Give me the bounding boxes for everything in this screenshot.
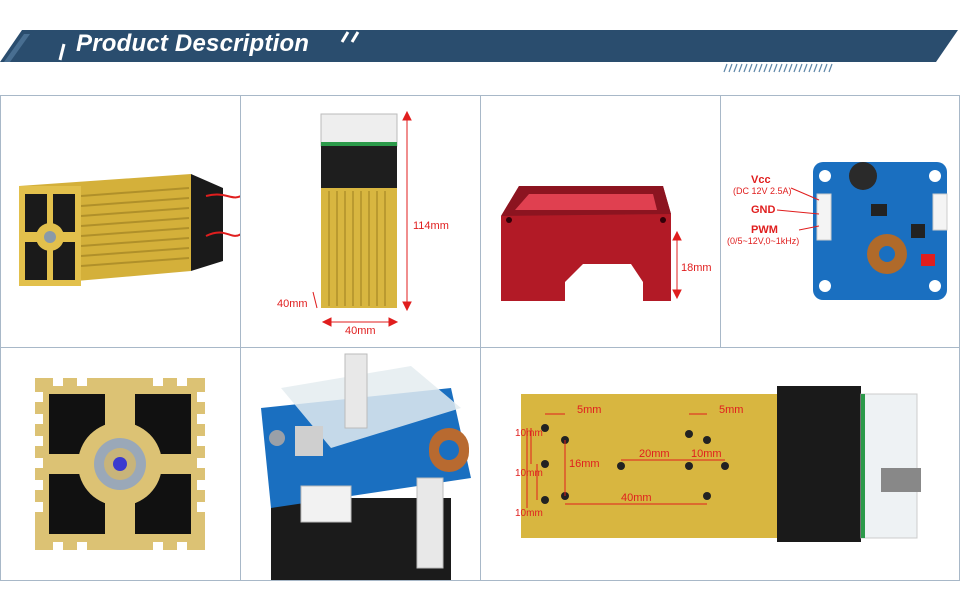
driver-board-illustration <box>776 162 948 300</box>
heatsink-illustration <box>35 378 205 550</box>
vcc-label: Vcc <box>751 174 771 186</box>
dim-20mm: 20mm <box>639 448 670 460</box>
red-mount-illustration <box>501 186 682 301</box>
dimension-drawing <box>312 110 412 327</box>
module-top-illustration <box>261 353 471 580</box>
dim-5mm-right: 5mm <box>719 404 744 416</box>
photo-hole-pattern: 5mm 5mm 10mm 10mm 10mm 16mm 20mm 10mm 40… <box>480 347 960 581</box>
dim-10mm-b: 10mm <box>515 468 543 479</box>
dim-5mm-left: 5mm <box>577 404 602 416</box>
photo-red-mount: 18mm <box>480 95 721 348</box>
photo-module-dimensions: 114mm 40mm 40mm <box>240 95 481 348</box>
dim-40mm: 40mm <box>621 492 652 504</box>
dim-10mm-h: 10mm <box>691 448 722 460</box>
depth-dimension-label: 40mm <box>277 298 308 310</box>
banner-shape <box>0 30 958 73</box>
laser-module-illustration <box>19 174 240 286</box>
page-title: Product Description <box>76 30 310 57</box>
photo-module-angled <box>0 95 241 348</box>
photo-driver-board: Vcc (DC 12V 2.5A) GND PWM (0/5~12V,0~1kH… <box>720 95 960 348</box>
height-dimension-label: 114mm <box>413 220 449 232</box>
dim-10mm-a: 10mm <box>515 428 543 439</box>
vcc-note-label: (DC 12V 2.5A) <box>733 186 792 196</box>
width-dimension-label: 40mm <box>345 325 376 337</box>
mount-height-label: 18mm <box>681 262 712 274</box>
pwm-note-label: (0/5~12V,0~1kHz) <box>727 236 800 246</box>
pwm-label: PWM <box>751 224 778 236</box>
dim-10mm-c: 10mm <box>515 508 543 519</box>
header-banner: Product Description <box>0 0 960 80</box>
photo-grid: 114mm 40mm 40mm 18mm <box>0 95 960 581</box>
photo-heatsink-front <box>0 347 241 581</box>
gnd-label: GND <box>751 204 776 216</box>
dim-16mm: 16mm <box>569 458 600 470</box>
photo-module-top <box>240 347 481 581</box>
hole-pattern-drawing <box>521 386 921 542</box>
